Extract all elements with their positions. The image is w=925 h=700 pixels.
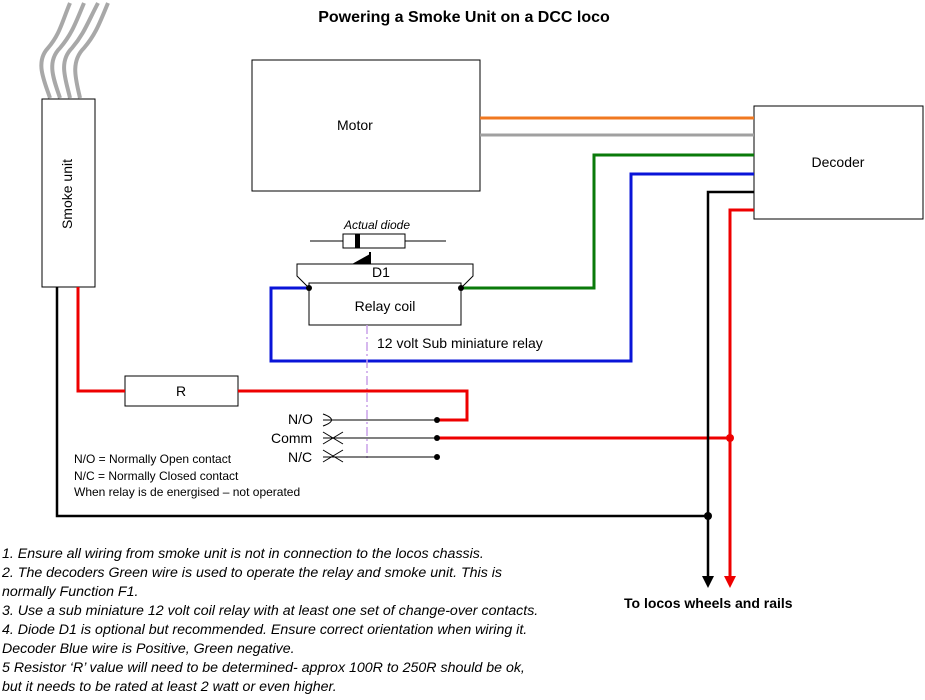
note-line: Decoder Blue wire is Positive, Green neg… <box>2 641 295 657</box>
black-wire-smoke <box>55 287 708 518</box>
contact-no-label: N/O <box>288 411 313 427</box>
legend-line-3: When relay is de energised – not operate… <box>74 485 300 499</box>
contact-comm-label: Comm <box>271 430 312 446</box>
diode-d1: D1 <box>296 252 474 289</box>
motor-block: Motor <box>251 59 481 192</box>
wheels-label: To locos wheels and rails <box>624 595 793 611</box>
actual-diode-caption: Actual diode <box>343 218 410 232</box>
black-arrow-icon <box>702 576 714 588</box>
legend-line-2: N/C = Normally Closed contact <box>74 469 239 483</box>
note-line: 2. The decoders Green wire is used to op… <box>2 565 502 581</box>
smoke-unit-block: Smoke unit <box>41 98 96 288</box>
note-line: but it needs to be rated at least 2 watt… <box>2 679 337 695</box>
diode-label: D1 <box>372 264 390 280</box>
decoder-block: Decoder <box>753 105 924 220</box>
legend-line-1: N/O = Normally Open contact <box>74 452 232 466</box>
note-line: 5 Resistor ‘R’ value will need to be det… <box>2 660 525 676</box>
blue-wire <box>269 172 754 363</box>
coil-terminal-right <box>458 285 464 291</box>
diagram-title: Powering a Smoke Unit on a DCC loco <box>318 9 610 26</box>
red-arrow-icon <box>724 576 736 588</box>
note-line: 4. Diode D1 is optional but recommended.… <box>2 622 528 638</box>
relay-coil: Relay coil <box>308 282 462 326</box>
black-wire-decoder-to-rails <box>706 190 754 578</box>
note-line: normally Function F1. <box>2 584 139 600</box>
black-junction <box>704 512 712 520</box>
note-line: 1. Ensure all wiring from smoke unit is … <box>2 546 484 562</box>
relay-contacts <box>322 413 440 463</box>
red-wire-smoke-to-r <box>76 287 125 393</box>
decoder-label: Decoder <box>812 154 865 170</box>
green-wire <box>462 153 754 290</box>
smoke-wisps-icon <box>39 2 110 99</box>
smoke-unit-label: Smoke unit <box>59 159 75 229</box>
red-junction <box>726 434 734 442</box>
notes-block: 1. Ensure all wiring from smoke unit is … <box>2 545 642 697</box>
contact-nc-label: N/C <box>288 449 312 465</box>
red-wire-decoder-to-rails <box>728 208 754 578</box>
resistor-label: R <box>176 383 186 399</box>
resistor-r: R <box>124 375 239 407</box>
relay-coil-label: Relay coil <box>355 298 416 314</box>
note-line: 3. Use a sub miniature 12 volt coil rela… <box>2 603 539 619</box>
actual-diode-icon: Actual diode <box>310 218 446 249</box>
coil-terminal-left <box>306 285 312 291</box>
motor-label: Motor <box>337 117 373 133</box>
relay-caption: 12 volt Sub miniature relay <box>377 335 543 351</box>
red-wire-r-to-no <box>238 389 469 422</box>
